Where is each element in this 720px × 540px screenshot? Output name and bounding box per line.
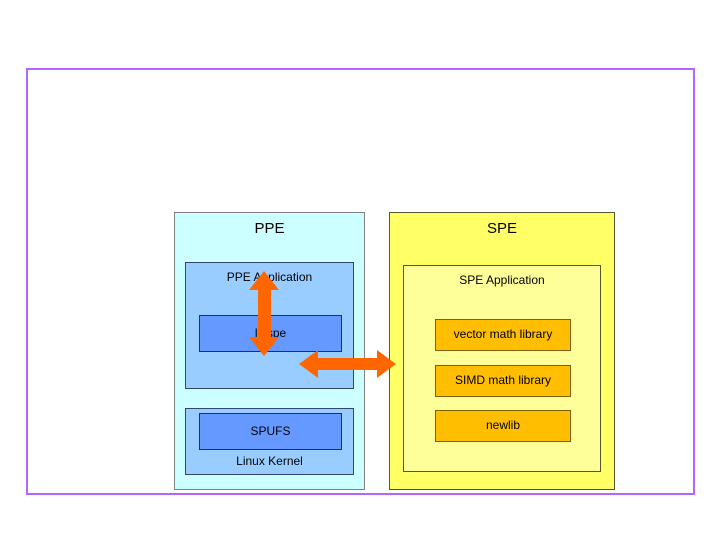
libspe-label: libspe bbox=[254, 325, 287, 340]
ppe-title: PPE bbox=[254, 220, 285, 237]
ppe-application-label: PPE Application bbox=[226, 270, 313, 284]
newlib-box[interactable]: newlib bbox=[435, 410, 571, 442]
linux-kernel-label: Linux Kernel bbox=[236, 454, 303, 469]
libspe-box[interactable]: libspe bbox=[199, 315, 342, 352]
spe-title: SPE bbox=[486, 220, 517, 237]
spufs-box[interactable]: SPUFS bbox=[199, 413, 342, 450]
spufs-label: SPUFS bbox=[250, 423, 291, 438]
newlib-label: newlib bbox=[485, 418, 521, 433]
vector-math-library-box[interactable]: vector math library bbox=[435, 319, 571, 351]
simd-math-library-label: SIMD math library bbox=[454, 373, 552, 388]
slide-frame: PPE PPE Application libspe Linux Kernel … bbox=[26, 68, 695, 495]
spe-application-label: SPE Application bbox=[459, 273, 545, 287]
simd-math-library-box[interactable]: SIMD math library bbox=[435, 365, 571, 397]
vector-math-library-label: vector math library bbox=[453, 327, 553, 342]
